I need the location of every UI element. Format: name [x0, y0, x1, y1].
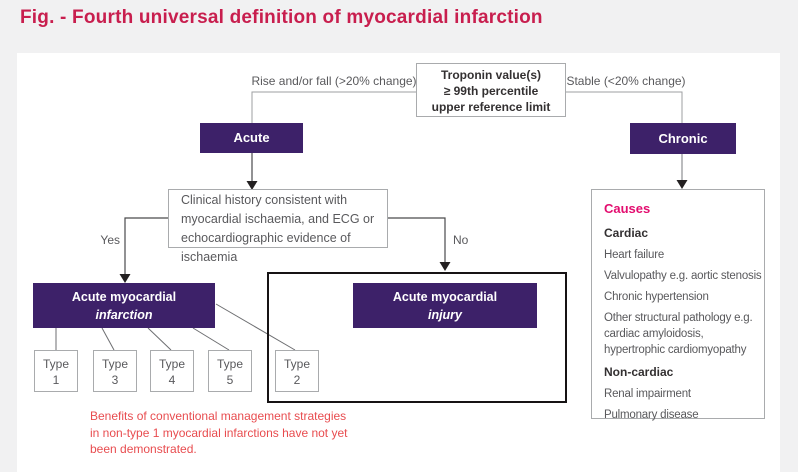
causes-item: Pulmonary disease: [604, 409, 699, 421]
type-4-num: 4: [168, 373, 176, 387]
troponin-line-2: ≥ 99th percentile: [443, 84, 539, 98]
injury-line-2: injury: [427, 308, 463, 322]
causes-item: Chronic hypertension: [604, 291, 709, 303]
footnote: Benefits of conventional management stra…: [90, 408, 410, 458]
troponin-line-3: upper reference limit: [431, 100, 551, 114]
footnote-line-3: been demonstrated.: [90, 442, 197, 456]
footnote-line-1: Benefits of conventional management stra…: [90, 409, 347, 423]
causes-item: Other structural pathology e.g. cardiac …: [604, 312, 753, 356]
type-3-box: Type 3: [93, 350, 137, 392]
clinical-history-box: Clinical history consistent with myocard…: [168, 189, 388, 264]
causes-item: Renal impairment: [604, 388, 691, 400]
acute-myocardial-infarction-box: Acute myocardial infarction: [33, 283, 215, 328]
yes-label: Yes: [100, 233, 120, 247]
type-2-box: Type 2: [275, 350, 319, 392]
type-4-box: Type 4: [150, 350, 194, 392]
type-2-word: Type: [283, 357, 310, 371]
type-5-word: Type: [216, 357, 243, 371]
troponin-line-1: Troponin value(s): [440, 68, 541, 82]
clinical-line-1: Clinical history consistent with: [181, 193, 348, 207]
type-1-num: 1: [52, 373, 60, 387]
clinical-line-3: echocardiographic evidence of ischaemia: [181, 231, 351, 264]
infarction-line-1: Acute myocardial: [71, 290, 177, 304]
type-4-word: Type: [158, 357, 185, 371]
branch-label-stable: Stable (<20% change): [566, 74, 686, 88]
branch-label-rise-fall: Rise and/or fall (>20% change): [251, 74, 417, 88]
causes-section-cardiac: Cardiac: [604, 226, 649, 240]
no-label: No: [453, 233, 469, 247]
troponin-box: Troponin value(s) ≥ 99th percentile uppe…: [416, 63, 566, 117]
type-5-num: 5: [226, 373, 234, 387]
type-3-word: Type: [101, 357, 128, 371]
type-2-num: 2: [293, 373, 301, 387]
type-3-num: 3: [111, 373, 119, 387]
causes-item: Valvulopathy e.g. aortic stenosis: [604, 270, 762, 282]
injury-group-outline: [267, 272, 567, 403]
injury-line-1: Acute myocardial: [392, 290, 498, 304]
type-1-box: Type 1: [34, 350, 78, 392]
footnote-line-2: in non-type 1 myocardial infarctions hav…: [90, 425, 348, 440]
acute-myocardial-injury-box: Acute myocardial injury: [353, 283, 537, 328]
clinical-line-2: myocardial ischaemia, and ECG or: [181, 212, 375, 226]
causes-panel: Causes Cardiac Heart failure Valvulopath…: [591, 189, 765, 421]
causes-section-non-cardiac: Non-cardiac: [604, 365, 674, 379]
type-1-word: Type: [42, 357, 69, 371]
chronic-box: Chronic: [630, 123, 736, 154]
acute-box: Acute: [200, 123, 303, 153]
infarction-line-2: infarction: [95, 308, 153, 322]
causes-heading: Causes: [604, 201, 651, 216]
page-title: Fig. - Fourth universal definition of my…: [20, 7, 543, 28]
type-5-box: Type 5: [208, 350, 252, 392]
causes-item: Heart failure: [604, 249, 665, 261]
